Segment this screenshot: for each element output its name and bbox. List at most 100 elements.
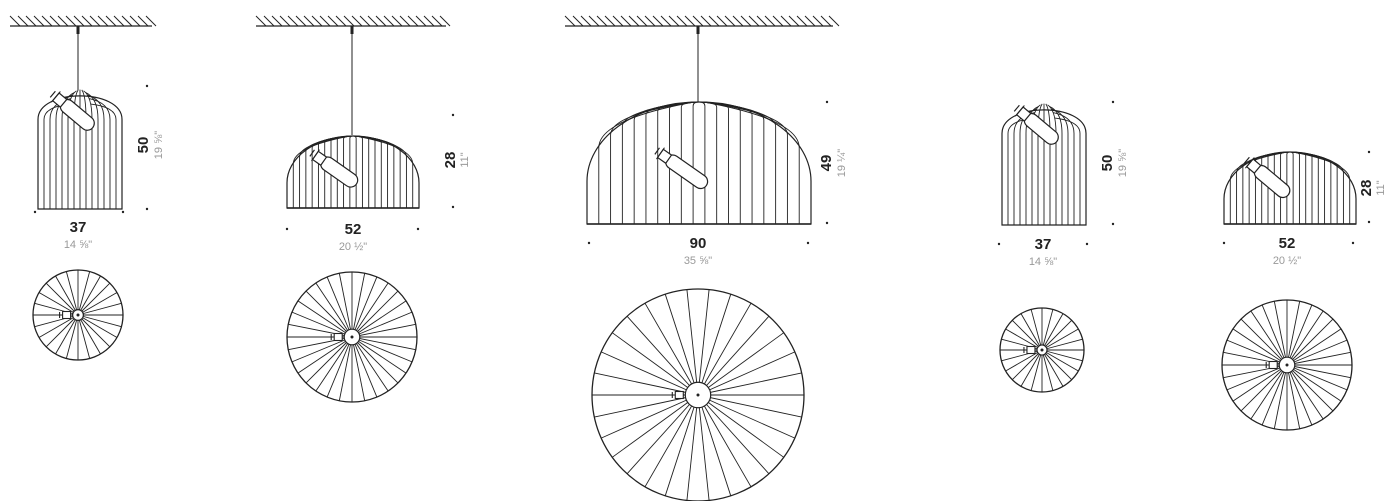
top-center	[1040, 348, 1044, 352]
hatch-stroke	[692, 15, 704, 27]
top-spoke	[34, 314, 79, 328]
top-spoke	[697, 315, 770, 396]
top-spoke	[34, 302, 79, 316]
top-spoke	[77, 314, 118, 338]
hatch-stroke	[439, 15, 451, 27]
bulb-clip	[1013, 104, 1020, 112]
hatch-stroke	[105, 15, 117, 27]
top-spoke	[664, 394, 699, 496]
top-spoke	[351, 336, 416, 351]
top-spoke	[1286, 364, 1324, 420]
hatch-stroke	[796, 15, 808, 27]
hatch-stroke	[383, 15, 395, 27]
cable-clamp	[76, 26, 80, 34]
hatch-stroke	[732, 15, 744, 27]
hatch-stroke	[660, 15, 672, 27]
hatch-stroke	[612, 15, 624, 27]
lamp-side-view	[1223, 151, 1357, 225]
hatch-stroke	[804, 15, 816, 27]
dim-dot	[806, 241, 810, 245]
hatch-stroke	[319, 15, 331, 27]
lamp-medium-dome-table: 52 20 ½" 28 11"	[1221, 150, 1387, 431]
dim-dot	[145, 207, 149, 211]
top-socket	[1268, 360, 1278, 370]
top-spoke	[1286, 310, 1324, 366]
shade-rib	[703, 101, 800, 224]
lamp-top-view	[591, 288, 805, 501]
top-spoke	[1286, 364, 1342, 402]
hatch-stroke	[367, 15, 379, 27]
top-spoke	[697, 394, 732, 496]
top-spoke	[611, 394, 699, 458]
bulb-icon	[654, 147, 709, 190]
shade-rib	[1291, 151, 1319, 224]
top-spoke	[351, 290, 399, 338]
top-spoke	[1250, 364, 1288, 420]
hatch-stroke	[820, 15, 832, 27]
hatch-stroke	[375, 15, 387, 27]
top-spoke	[55, 314, 79, 355]
hatch-stroke	[33, 15, 45, 27]
hatch-stroke	[41, 15, 53, 27]
top-spoke	[351, 336, 413, 363]
hatch-stroke	[73, 15, 85, 27]
shade-rib	[353, 135, 357, 208]
top-spoke	[1286, 304, 1313, 366]
hatch-stroke	[57, 15, 69, 27]
bulb-icon	[1013, 104, 1059, 145]
top-spoke	[1030, 309, 1043, 351]
dim-dot	[1367, 220, 1371, 224]
hatch-stroke	[49, 15, 61, 27]
top-spoke	[77, 314, 101, 355]
top-spoke	[1041, 328, 1079, 351]
top-center	[76, 313, 80, 317]
shade-rib	[699, 101, 706, 224]
hatch-stroke	[644, 15, 656, 27]
hatch-stroke	[604, 15, 616, 27]
top-spoke	[1240, 364, 1288, 412]
bulb-icon	[1243, 156, 1291, 199]
shade-outline	[1001, 109, 1087, 226]
top-spoke	[1041, 349, 1083, 362]
top-spoke	[1041, 349, 1079, 372]
top-socket	[62, 310, 72, 320]
top-spoke	[697, 394, 710, 501]
top-spoke	[65, 271, 79, 316]
lamp-top-view	[286, 271, 418, 403]
hatch-stroke	[9, 15, 21, 27]
top-spoke	[77, 292, 118, 316]
hatch-stroke	[756, 15, 768, 27]
shade-rib	[1286, 151, 1290, 224]
dim-dot	[33, 210, 37, 214]
height-cm-label: 50	[135, 137, 152, 154]
hatch-stroke	[716, 15, 728, 27]
shade-rib	[699, 101, 718, 224]
hatch-stroke	[588, 15, 600, 27]
top-spoke	[1020, 313, 1043, 351]
top-spoke	[1001, 338, 1043, 351]
hatch-stroke	[415, 15, 427, 27]
hatch-stroke	[335, 15, 347, 27]
top-spoke	[1273, 364, 1288, 429]
top-spoke	[351, 336, 378, 398]
shade-outline	[586, 101, 812, 225]
bulb-ring	[311, 149, 320, 162]
height-in-label: 11"	[1375, 180, 1387, 195]
hatch-stroke	[708, 15, 720, 27]
shade-rib	[702, 101, 777, 224]
hatch-stroke	[399, 15, 411, 27]
top-spoke	[697, 394, 770, 475]
top-spoke	[38, 314, 79, 338]
top-spoke	[697, 394, 796, 439]
hatch-stroke	[97, 15, 109, 27]
hatch-stroke	[129, 15, 141, 27]
dim-dot	[997, 242, 1001, 246]
top-spoke	[65, 314, 79, 359]
top-spoke	[1232, 328, 1288, 366]
top-spoke	[351, 273, 366, 338]
top-spoke	[1005, 328, 1043, 351]
top-spoke	[1261, 364, 1288, 426]
top-spoke	[697, 394, 785, 458]
top-spoke	[600, 394, 699, 439]
